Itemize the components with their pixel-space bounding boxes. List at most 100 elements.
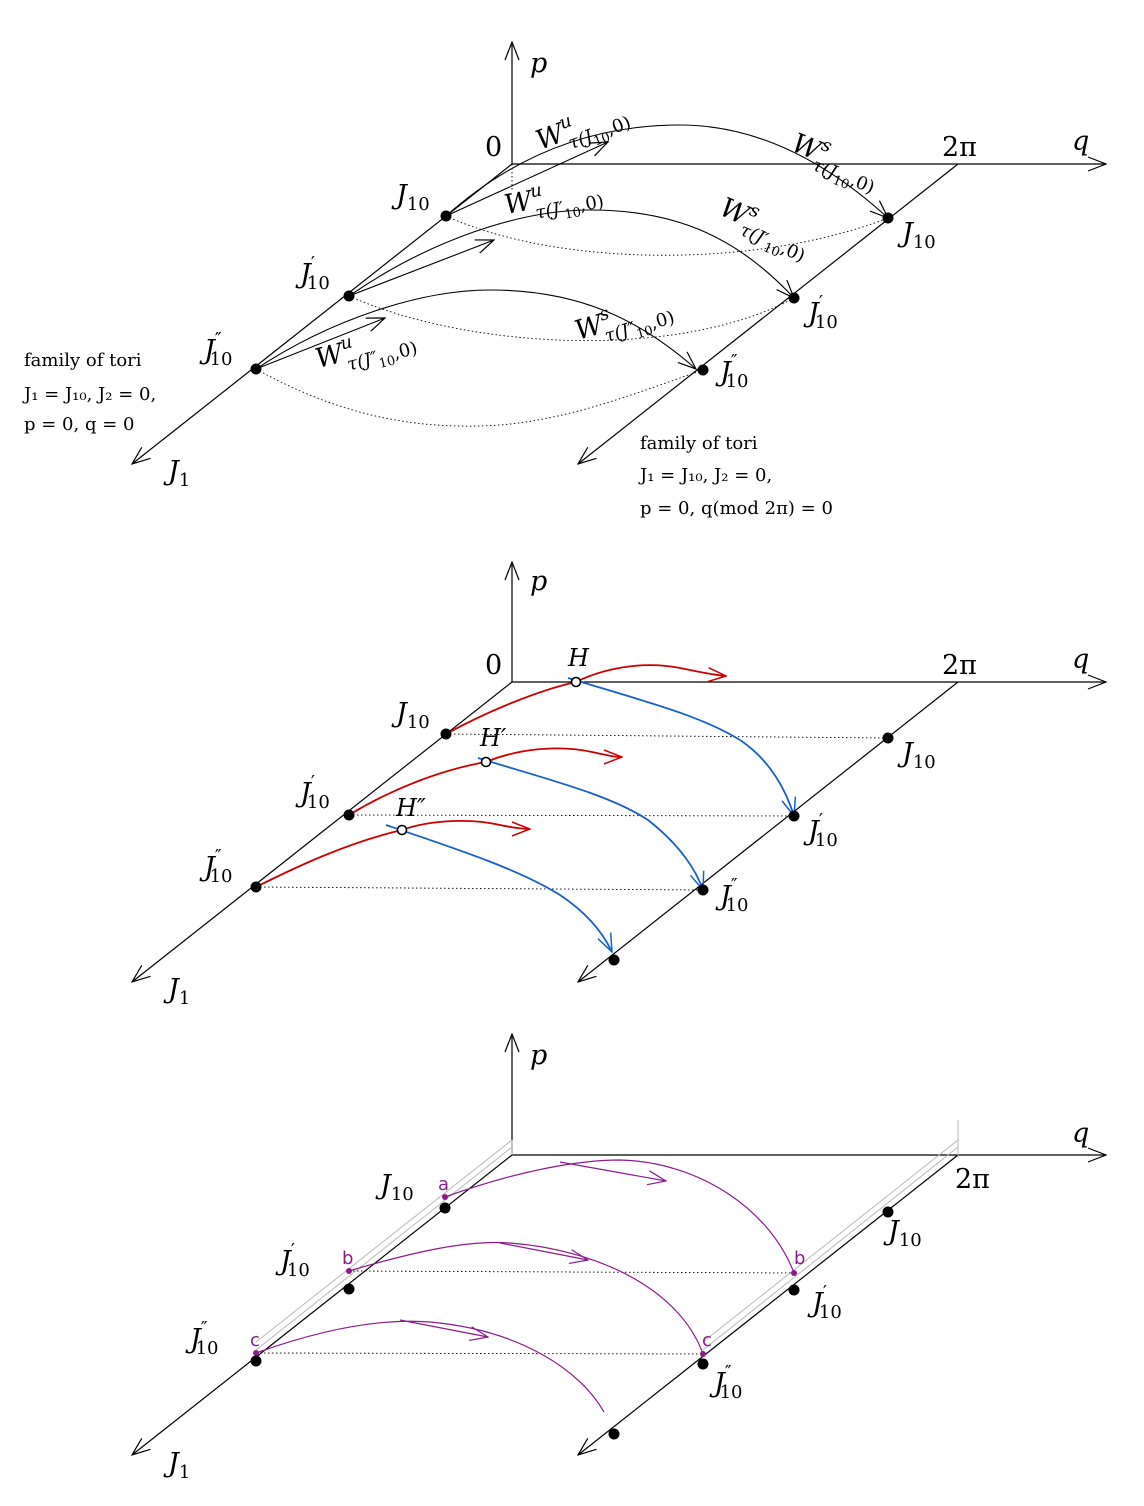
red-arrow-j10 bbox=[575, 664, 726, 683]
wu-arrow-j10p bbox=[348, 240, 494, 297]
point-j10-right bbox=[882, 212, 894, 224]
purple-arrow-a bbox=[559, 1161, 666, 1181]
dotted-j10 bbox=[445, 215, 889, 256]
label-wu-j10p: Wuτ(J′10,0) bbox=[502, 180, 606, 224]
label-j10p-left: J′10 bbox=[295, 772, 330, 813]
red-arrow-j10p bbox=[485, 747, 622, 762]
q-label: q bbox=[1072, 126, 1089, 157]
label-j10p-left: J′10 bbox=[275, 1240, 310, 1281]
svg-text:Wsτ(J10,0): Wsτ(J10,0) bbox=[783, 124, 886, 202]
point-a bbox=[442, 1194, 448, 1200]
point-j10-right bbox=[882, 1206, 894, 1218]
wu-ws-curve-j10 bbox=[445, 124, 888, 218]
point-j10p-right bbox=[788, 1284, 800, 1296]
purple-curve-c bbox=[255, 1320, 605, 1413]
label-h2: H″ bbox=[395, 794, 426, 822]
red-curve-j10pp bbox=[255, 829, 403, 888]
panel-3: a b b c c p q 2π J1 J10 J′10 J″10 J10 J′… bbox=[132, 1034, 1106, 1483]
label-j10-left: J10 bbox=[391, 698, 430, 733]
gray-strip-left-1 bbox=[255, 1139, 513, 1343]
dotted-j10pp bbox=[255, 886, 704, 891]
q-label: q bbox=[1072, 644, 1089, 675]
two-pi-label: 2π bbox=[942, 650, 977, 681]
point-j10pp-left bbox=[250, 881, 262, 893]
j1-axis bbox=[132, 1154, 513, 1455]
wu-arrow-j10 bbox=[445, 142, 608, 217]
svg-text:Wsτ(J′10,0): Wsτ(J′10,0) bbox=[710, 188, 817, 270]
red-curve-j10 bbox=[445, 681, 577, 735]
point-j10pp-left bbox=[250, 1355, 262, 1367]
note-left-2: J₁ = J₁₀, J₂ = 0, bbox=[22, 384, 156, 405]
label-j10-right: J10 bbox=[883, 1216, 922, 1251]
j1-label: J1 bbox=[163, 456, 190, 491]
note-right-3: p = 0, q(mod 2π) = 0 bbox=[640, 498, 833, 519]
p-label: p bbox=[530, 566, 547, 597]
label-j10pp-left: J″10 bbox=[199, 329, 232, 370]
note-left-3: p = 0, q = 0 bbox=[24, 414, 134, 435]
point-j10pp-left bbox=[250, 363, 262, 375]
svg-text:Wsτ(J″10,0): Wsτ(J″10,0) bbox=[570, 286, 678, 358]
homoclinic-point-h bbox=[570, 676, 582, 688]
label-j10pp-left: J″10 bbox=[199, 846, 232, 887]
dotted-j10 bbox=[445, 733, 889, 739]
dotted-b bbox=[348, 1270, 795, 1274]
label-ws-j10pp: Wsτ(J″10,0) bbox=[570, 286, 678, 358]
point-j10pp-right bbox=[697, 1358, 709, 1370]
label-j10-right: J10 bbox=[897, 218, 936, 253]
label-a: a bbox=[438, 1174, 449, 1195]
point-j10p-left bbox=[343, 809, 355, 821]
j1-axis-2pi bbox=[578, 681, 959, 982]
red-curve-j10p bbox=[348, 761, 487, 816]
point-b-right bbox=[791, 1270, 797, 1276]
point-j10pp-right bbox=[697, 884, 709, 896]
label-j10pp-right: J″10 bbox=[709, 1362, 742, 1403]
two-pi-label: 2π bbox=[942, 132, 977, 163]
point-j10p-right bbox=[788, 292, 800, 304]
label-j10pp-right: J″10 bbox=[715, 351, 748, 392]
point-j10-left bbox=[440, 728, 452, 740]
zero-label: 0 bbox=[485, 650, 502, 681]
wu-ws-curve-j10p bbox=[348, 209, 794, 298]
homoclinic-point-h2 bbox=[396, 824, 408, 836]
label-ws-j10p: Wsτ(J′10,0) bbox=[710, 188, 817, 270]
purple-arrow-c bbox=[399, 1319, 488, 1337]
label-j10-left: J10 bbox=[391, 180, 430, 215]
svg-text:Wuτ(J10,0): Wuτ(J10,0) bbox=[530, 91, 635, 167]
note-left-1: family of tori bbox=[24, 350, 142, 371]
note-right-2: J₁ = J₁₀, J₂ = 0, bbox=[638, 465, 772, 486]
two-pi-label: 2π bbox=[955, 1164, 990, 1195]
label-j10p-left: J′10 bbox=[295, 253, 330, 294]
p-label: p bbox=[530, 48, 547, 79]
point-j10-left bbox=[440, 210, 452, 222]
label-j10pp-left: J″10 bbox=[185, 1318, 218, 1359]
label-h1: H′ bbox=[479, 724, 507, 752]
gray-strip-left-2 bbox=[255, 1146, 513, 1351]
homoclinic-point-h1 bbox=[480, 756, 492, 768]
label-c-left: c bbox=[250, 1330, 260, 1351]
point-j10p-left bbox=[343, 1283, 355, 1295]
point-j10pp-right bbox=[697, 364, 709, 376]
point-c-right bbox=[700, 1351, 706, 1357]
panel-2: p q 0 2π J1 H H′ H″ J10 J′10 J″10 J10 J′… bbox=[132, 562, 1106, 1009]
q-label: q bbox=[1072, 1118, 1089, 1149]
point-j10-left bbox=[439, 1202, 451, 1214]
gray-strip-right-2 bbox=[702, 1146, 959, 1351]
point-j10-right bbox=[882, 732, 894, 744]
label-wu-j10: Wuτ(J10,0) bbox=[530, 91, 635, 167]
panel-1: p q 0 2π J1 J10 J′10 J″10 J10 J′10 J″10 … bbox=[22, 42, 1106, 519]
label-j10pp-right: J″10 bbox=[715, 875, 748, 916]
label-b-left: b bbox=[342, 1248, 353, 1269]
j1-label: J1 bbox=[163, 974, 190, 1009]
blue-curve-j10 bbox=[567, 677, 794, 816]
j1-axis bbox=[132, 681, 513, 982]
j1-axis-2pi bbox=[578, 1154, 959, 1455]
point-b-left bbox=[346, 1268, 352, 1274]
label-j10-right: J10 bbox=[897, 738, 936, 773]
dotted-j10p bbox=[348, 295, 795, 341]
gray-strip-right-1 bbox=[702, 1139, 959, 1343]
point-j10p-left bbox=[343, 290, 355, 302]
j1-label: J1 bbox=[163, 1448, 190, 1483]
blue-curve-j10p bbox=[477, 757, 703, 890]
label-b-right: b bbox=[794, 1248, 805, 1269]
